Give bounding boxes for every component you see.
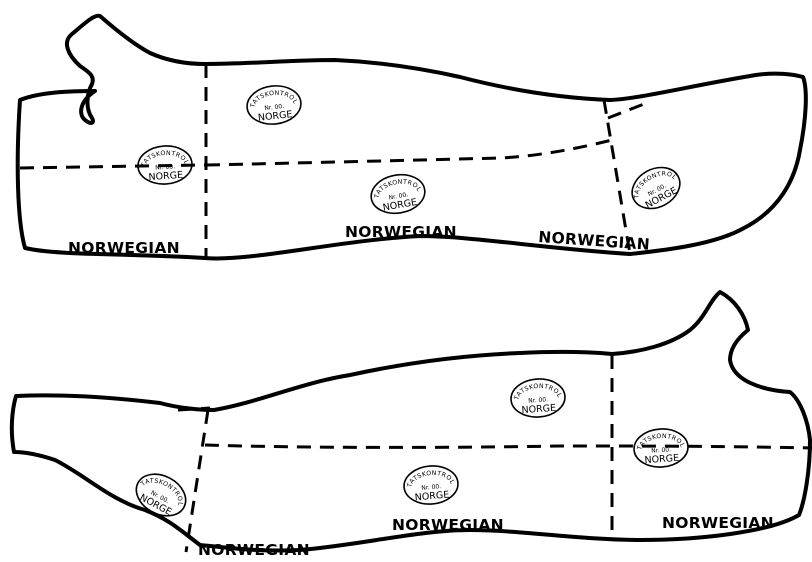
bottom-label-center: NORWEGIAN bbox=[392, 516, 504, 534]
bottom-label-right: NORWEGIAN bbox=[662, 514, 774, 532]
top-stamp-left: STATSKONTROLL Nr. 00. NORGE bbox=[137, 145, 193, 185]
svg-text:NORGE: NORGE bbox=[521, 403, 556, 416]
bottom-cut-vertical-left bbox=[184, 409, 210, 553]
bottom-fillet-outline bbox=[9, 290, 812, 553]
bottom-stamp-right-upper: STATSKONTROLL Nr. 00. NORGE bbox=[510, 378, 566, 418]
top-label-center: NORWEGIAN bbox=[345, 223, 457, 241]
svg-text:Nr. 00.: Nr. 00. bbox=[388, 191, 409, 201]
bottom-fillet: STATSKONTROLL Nr. 00. NORGE STATSKONTROL… bbox=[9, 290, 812, 559]
svg-text:NORGE: NORGE bbox=[382, 197, 418, 214]
top-stamp-right: STATSKONTROLL Nr. 00. NORGE bbox=[627, 163, 681, 211]
svg-text:NORGE: NORGE bbox=[644, 453, 679, 466]
top-label-left: NORWEGIAN bbox=[68, 239, 180, 257]
top-label-right: NORWEGIAN bbox=[538, 228, 651, 254]
bottom-label-left: NORWEGIAN bbox=[198, 541, 310, 559]
bottom-cut-horizontal-short bbox=[177, 406, 211, 412]
top-cut-diagonal-right bbox=[607, 102, 645, 120]
svg-text:NORGE: NORGE bbox=[148, 170, 183, 183]
bottom-stamp-left: STATSKONTROLL Nr. 00. NORGE bbox=[135, 470, 190, 518]
svg-text:Nr. 00.: Nr. 00. bbox=[155, 163, 175, 171]
stamp-number-text: Nr. 00. bbox=[264, 103, 284, 112]
svg-text:Nr. 00.: Nr. 00. bbox=[421, 483, 441, 492]
svg-text:NORGE: NORGE bbox=[414, 489, 449, 503]
stamp-country-text: NORGE bbox=[257, 109, 293, 124]
bottom-stamp-center: STATSKONTROLL Nr. 00. NORGE bbox=[403, 465, 459, 505]
top-cut-horizontal-left bbox=[19, 163, 207, 170]
svg-text:Nr. 00.: Nr. 00. bbox=[528, 396, 548, 404]
top-cut-vertical-right bbox=[602, 99, 632, 255]
bottom-cut-horizontal-upper bbox=[204, 443, 812, 450]
svg-text:Nr. 00.: Nr. 00. bbox=[651, 446, 671, 454]
top-fillet: STATSKONTROLL Nr. 00. NORGE STATSKONTROL… bbox=[15, 13, 808, 261]
top-fillet-outline bbox=[15, 13, 808, 261]
top-stamp-center-upper: STATSKONTROLL Nr. 00. NORGE bbox=[246, 85, 302, 125]
top-stamp-center-lower: STATSKONTROLL Nr. 00. NORGE bbox=[370, 173, 426, 215]
top-cut-horizontal-mid bbox=[205, 138, 613, 167]
bottom-stamp-right: STATSKONTROLL Nr. 00. NORGE bbox=[633, 428, 689, 468]
